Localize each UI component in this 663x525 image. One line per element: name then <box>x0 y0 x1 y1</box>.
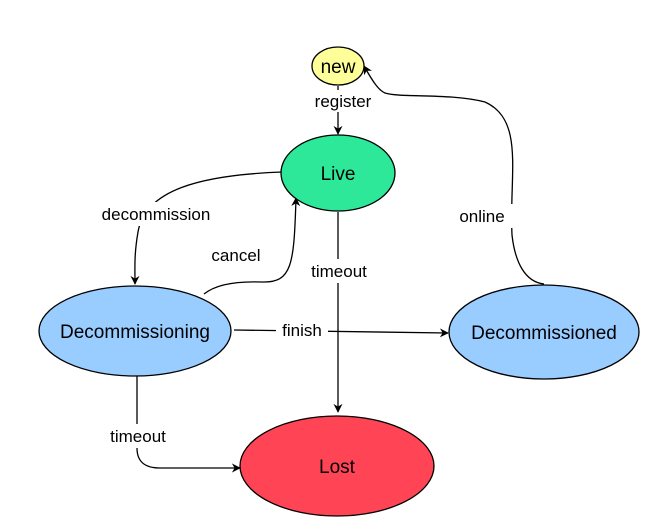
node-lost: Lost <box>239 415 435 517</box>
node-live-label: Live <box>321 164 356 185</box>
edge-cancel: cancel <box>203 197 301 295</box>
edge-timeout-decommissioning: timeout <box>98 376 241 473</box>
edge-label-timeout-live: timeout <box>311 262 367 281</box>
edge-finish: finish <box>233 319 449 341</box>
node-live: Live <box>280 134 396 212</box>
edge-label-timeout-decommissioning: timeout <box>110 427 166 446</box>
node-decommissioning-label: Decommissioning <box>60 322 210 343</box>
edge-register: register <box>303 86 381 135</box>
edge-label-decommission: decommission <box>102 205 211 224</box>
edge-label-online: online <box>459 207 504 226</box>
edge-online: online <box>363 65 545 285</box>
node-new-shape <box>311 46 365 86</box>
node-decommissioned: Decommissioned <box>448 284 640 380</box>
node-decommissioning: Decommissioning <box>38 285 232 377</box>
edge-label-register: register <box>315 92 372 111</box>
node-decommissioning-shape <box>38 285 232 377</box>
edge-timeout-live: timeout <box>299 212 379 413</box>
node-live-shape <box>280 134 396 212</box>
edge-label-cancel: cancel <box>211 246 260 265</box>
node-decommissioned-shape <box>448 284 640 380</box>
node-lost-label: Lost <box>319 457 356 478</box>
edge-decommission: decommission <box>82 171 283 285</box>
edge-label-finish: finish <box>282 321 322 340</box>
node-new-label: new <box>321 57 356 78</box>
node-lost-shape <box>239 415 435 517</box>
node-decommissioned-label: Decommissioned <box>471 323 617 344</box>
node-new: new <box>311 46 365 86</box>
